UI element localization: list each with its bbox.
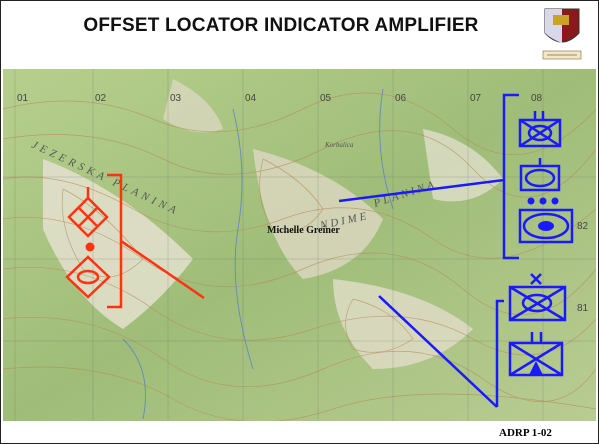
red-bracket: [107, 173, 123, 309]
infantry-diamond-icon: [67, 187, 109, 238]
blue-offset-locator-line-upper: [338, 178, 505, 203]
echelon-dot-icon: [85, 242, 95, 252]
blue-offset-locator-line-lower: [378, 295, 498, 408]
grid-label: 03: [170, 93, 182, 104]
blue-offset-locator-group-lower: [378, 273, 567, 408]
grid-label: 05: [320, 93, 332, 104]
grid-label: 02: [95, 93, 107, 104]
airborne-battalion-icon: [508, 332, 564, 377]
grid-label: 81: [577, 303, 589, 314]
grid-label: 07: [470, 93, 482, 104]
infantry-team-icon: [518, 111, 562, 148]
footer-reference: ADRP 1-02: [499, 427, 552, 439]
red-offset-locator-group: [65, 173, 205, 309]
slide-title: OFFSET LOCATOR INDICATOR AMPLIFIER: [83, 15, 479, 36]
grid-label: 01: [17, 93, 29, 104]
recon-diamond-icon: [65, 255, 111, 299]
blue-offset-locator-group-upper: [338, 93, 574, 260]
place-name: Korbalica: [324, 141, 354, 149]
grid-label: 82: [577, 221, 589, 232]
red-offset-locator-line: [120, 239, 205, 300]
blue-bracket-lower: [495, 299, 504, 407]
grid-label: 06: [395, 93, 407, 104]
grid-label: 08: [531, 93, 543, 104]
recon-box-icon: [519, 158, 561, 192]
map-annotation-name: Michelle Greiner: [267, 225, 340, 236]
infantry-company-icon: [508, 273, 567, 322]
grid-label: 04: [245, 93, 257, 104]
armor-platoon-icon: [518, 197, 574, 244]
unit-crest-logo: [542, 8, 582, 60]
blue-bracket: [502, 93, 519, 260]
